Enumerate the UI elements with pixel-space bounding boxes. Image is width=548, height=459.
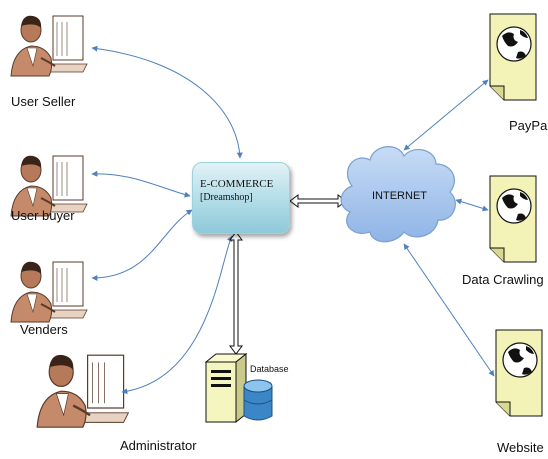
data-crawling-document-icon (489, 175, 537, 263)
user-seller-icon (10, 15, 88, 77)
venders-label: Venders (20, 322, 68, 337)
venders-icon (10, 260, 88, 323)
website-label: Website (497, 440, 544, 455)
paypal-label: PayPal (509, 118, 548, 133)
paypal-document-icon (489, 13, 537, 101)
data-crawling-label: Data Crawling (462, 272, 544, 287)
internet-cloud-icon (340, 146, 456, 243)
administrator-label: Administrator (120, 438, 197, 453)
ecommerce-database-block-arrow (229, 231, 243, 355)
website-document-icon (495, 329, 543, 417)
ecommerce-title: E-COMMERCE (200, 178, 274, 190)
ecommerce-node (192, 162, 290, 234)
database-label: Database (250, 364, 289, 374)
internet-label: INTERNET (372, 190, 427, 202)
crawling-connector (455, 198, 489, 212)
admin-connector (121, 235, 233, 395)
user-buyer-icon (10, 154, 88, 217)
user-buyer-label: User buyer (11, 208, 75, 223)
website-connector (403, 243, 495, 377)
venders-connector (91, 209, 193, 281)
ecommerce-internet-block-arrow (289, 194, 347, 208)
seller-connector (91, 45, 243, 159)
user-seller-label: User Seller (11, 94, 76, 109)
administrator-icon (36, 353, 130, 429)
buyer-connector (91, 170, 191, 198)
paypal-connector (403, 79, 489, 151)
database-server-icon (204, 352, 273, 424)
ecommerce-subtitle: [Dreamshop] (200, 192, 253, 203)
